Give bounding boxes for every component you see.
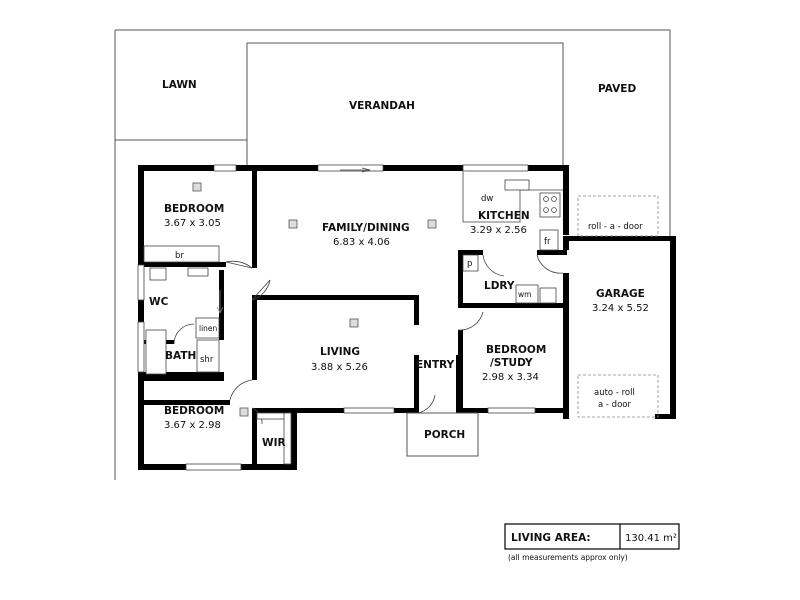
walls [138, 165, 676, 470]
bath-label: BATH [165, 350, 196, 362]
porch-label: PORCH [424, 429, 465, 441]
fr-label: fr [544, 237, 551, 247]
fixtures [143, 171, 563, 465]
measurement-note: (all measurements approx only) [508, 553, 628, 562]
paved-label: PAVED [598, 83, 636, 95]
living-area-value: 130.41 m² [625, 533, 677, 544]
family-dims: 6.83 x 4.06 [333, 237, 390, 248]
garage-door-bottom-label-2: a - door [598, 400, 631, 410]
windows [137, 164, 536, 471]
garage-dims: 3.24 x 5.52 [592, 303, 649, 314]
wir-label: WIR [262, 437, 286, 449]
ceiling-lights [192, 182, 437, 417]
family-name: FAMILY/DINING [322, 222, 410, 234]
garage-door-bottom-label-1: auto - roll [594, 388, 635, 398]
bedroom1-name: BEDROOM [164, 203, 224, 215]
dw-label: dw [481, 194, 493, 204]
light-icon [192, 182, 202, 192]
study-dims: 2.98 x 3.34 [482, 372, 539, 383]
lawn-label: LAWN [162, 79, 197, 91]
verandah-label: VERANDAH [349, 100, 415, 112]
living-area-legend: LIVING AREA: 130.41 m² (all measurements… [504, 523, 680, 562]
shr-label: shr [200, 355, 214, 365]
bedroom1-dims: 3.67 x 3.05 [164, 218, 221, 229]
doors [173, 254, 564, 425]
bedroom2-name: BEDROOM [164, 405, 224, 417]
light-icon [427, 219, 437, 229]
br-label: br [175, 251, 184, 261]
p-label: p [467, 259, 472, 269]
linen-label: linen [199, 324, 218, 333]
garage-doors [577, 195, 659, 418]
light-icon [239, 407, 249, 417]
light-icon [349, 318, 359, 328]
living-dims: 3.88 x 5.26 [311, 362, 368, 373]
study-name2: /STUDY [490, 357, 533, 369]
living-name: LIVING [320, 346, 360, 358]
wc-label: WC [149, 296, 169, 308]
entry-label: ENTRY [416, 359, 455, 371]
bedroom2-dims: 3.67 x 2.98 [164, 420, 221, 431]
porch-outline [406, 412, 479, 457]
ldry-label: LDRY [484, 280, 515, 292]
garage-door-top-label: roll - a - door [588, 222, 643, 232]
kitchen-name: KITCHEN [478, 210, 530, 222]
living-area-label: LIVING AREA: [511, 532, 591, 544]
garage-name: GARAGE [596, 288, 645, 300]
light-icon [288, 219, 298, 229]
wm-label: wm [518, 290, 531, 299]
kitchen-dims: 3.29 x 2.56 [470, 225, 527, 236]
study-name: BEDROOM [486, 344, 546, 356]
